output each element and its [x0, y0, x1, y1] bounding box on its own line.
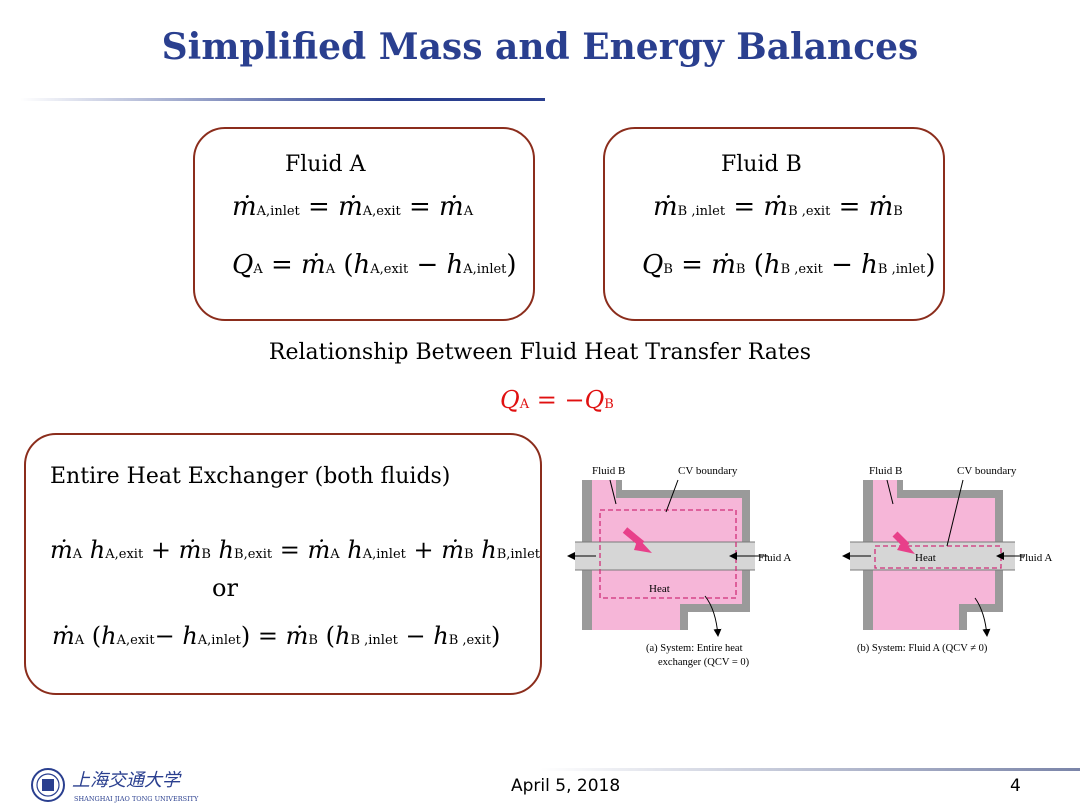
- figure-b-fluid-a-label: Fluid A: [1019, 552, 1052, 564]
- footer-date: April 5, 2018: [511, 776, 621, 796]
- fluid-b-heading: Fluid B: [721, 152, 802, 177]
- or-text: or: [212, 574, 238, 602]
- figure-b-cv-label: CV boundary: [957, 465, 1017, 477]
- entire-energy-equation-alt: ṁA (hA,exit− hA,inlet) = ṁB (hB ,inlet −…: [52, 622, 501, 650]
- fluid-b-energy-equation: QB = ṁB (hB ,exit − hB ,inlet): [642, 250, 936, 280]
- figure-a-fluid-a-label: Fluid A: [758, 552, 791, 564]
- page-number: 4: [1010, 776, 1021, 796]
- figure-a: Fluid B CV boundary Fluid A Heat (a) Sys…: [560, 460, 800, 685]
- figure-b-caption-1: (b) System: Fluid A (QCV ≠ 0): [857, 643, 988, 654]
- fluid-a-mass-equation: ṁA,inlet = ṁA,exit = ṁA: [232, 192, 474, 222]
- footer-rule: [540, 768, 1080, 771]
- fluid-a-energy-equation: QA = ṁA (hA,exit − hA,inlet): [232, 250, 517, 280]
- figure-a-fluid-b-label: Fluid B: [592, 465, 625, 477]
- figure-a-cv-label: CV boundary: [678, 465, 738, 477]
- fluid-a-heading: Fluid A: [285, 152, 366, 177]
- relationship-heading: Relationship Between Fluid Heat Transfer…: [268, 340, 812, 365]
- slide-title: Simplified Mass and Energy Balances: [161, 26, 919, 68]
- entire-energy-equation: ṁA hA,exit + ṁB hB,exit = ṁA hA,inlet + …: [50, 536, 540, 564]
- figure-b-fluid-b-label: Fluid B: [869, 465, 902, 477]
- fluid-a-box: [193, 127, 535, 321]
- logo-english-text: SHANGHAI JIAO TONG UNIVERSITY: [74, 795, 199, 803]
- figure-b: Fluid B CV boundary Fluid A Heat (b) Sys…: [835, 460, 1075, 685]
- relationship-equation: QA = −QB: [500, 386, 614, 414]
- figure-a-caption-1: (a) System: Entire heat: [646, 643, 743, 654]
- entire-exchanger-box: [24, 433, 542, 695]
- university-logo: 上海交通大学 SHANGHAI JIAO TONG UNIVERSITY: [30, 764, 230, 806]
- entire-exchanger-heading: Entire Heat Exchanger (both fluids): [50, 464, 451, 489]
- logo-chinese-text: 上海交通大学: [72, 770, 182, 791]
- figure-a-caption-2: exchanger (QCV = 0): [658, 657, 750, 668]
- title-underline: [20, 98, 545, 101]
- fluid-b-box: [603, 127, 945, 321]
- figure-b-heat-label: Heat: [915, 552, 936, 564]
- figure-a-heat-label: Heat: [649, 583, 670, 595]
- fluid-b-mass-equation: ṁB ,inlet = ṁB ,exit = ṁB: [653, 192, 903, 222]
